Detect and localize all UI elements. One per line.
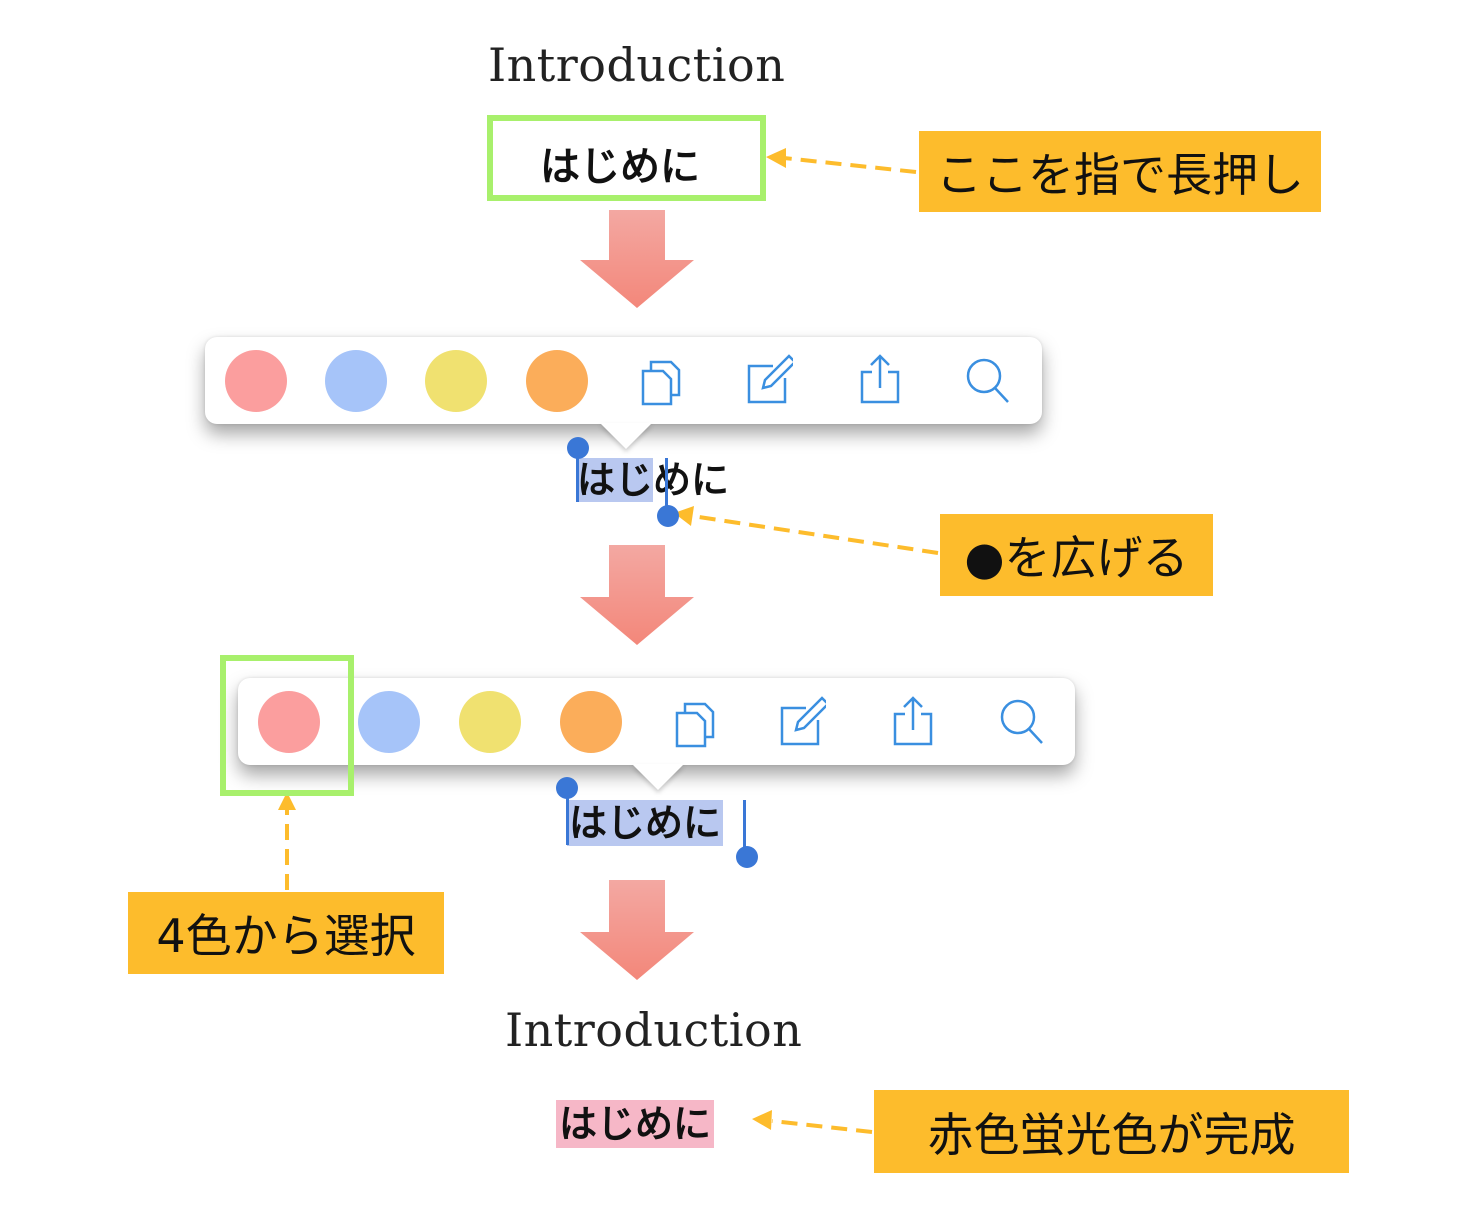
red-color-selection-frame xyxy=(220,655,354,796)
down-arrow-2 xyxy=(580,545,694,645)
selection-start-handle[interactable] xyxy=(567,437,589,459)
long-press-target-box[interactable] xyxy=(487,115,766,201)
color-red-button-2[interactable] xyxy=(258,691,320,753)
color-orange-button-2[interactable] xyxy=(560,691,622,753)
color-yellow-button[interactable] xyxy=(425,350,487,412)
selection-start-handle-2[interactable] xyxy=(556,777,578,799)
callout-long-press: ここを指で長押し xyxy=(919,131,1321,212)
selection-end-bar xyxy=(665,458,668,510)
arrowhead-expand xyxy=(674,506,694,526)
heading-introduction-top: Introduction xyxy=(488,38,786,92)
selection-start-bar xyxy=(576,452,579,502)
highlighted-section-title[interactable]: はじめに xyxy=(556,1100,715,1148)
toolbar-pointer-2 xyxy=(632,764,684,790)
down-arrow-3 xyxy=(580,880,694,980)
toolbar-pointer-1 xyxy=(600,423,652,449)
arrowhead-choose-color xyxy=(278,792,296,810)
color-yellow-button-2[interactable] xyxy=(459,691,521,753)
down-arrow-1 xyxy=(580,210,694,308)
connector-expand xyxy=(691,514,939,555)
arrowhead-long-press xyxy=(766,148,786,168)
search-icon[interactable] xyxy=(962,354,1010,406)
callout-done: 赤色蛍光色が完成 xyxy=(874,1090,1349,1173)
selection-end-bar-2 xyxy=(743,800,746,850)
fully-selected-text[interactable]: はじめに xyxy=(567,800,724,846)
copy-icon[interactable] xyxy=(671,697,719,749)
selection-end-handle-2[interactable] xyxy=(736,846,758,868)
section-title-hajimeni[interactable]: はじめに xyxy=(540,144,700,190)
connector-long-press xyxy=(783,156,917,174)
share-icon[interactable] xyxy=(856,352,904,404)
note-edit-icon[interactable] xyxy=(778,694,826,746)
note-edit-icon[interactable] xyxy=(745,352,793,404)
callout-expand: ●を広げる xyxy=(940,514,1213,596)
connector-done xyxy=(771,1119,873,1134)
heading-introduction-bottom: Introduction xyxy=(505,1003,803,1057)
arrowhead-done xyxy=(752,1110,772,1130)
share-icon[interactable] xyxy=(889,694,937,746)
copy-icon[interactable] xyxy=(637,355,685,407)
selected-range: はじ xyxy=(577,458,654,502)
color-orange-button[interactable] xyxy=(526,350,588,412)
color-blue-button-2[interactable] xyxy=(358,691,420,753)
search-icon[interactable] xyxy=(996,695,1044,747)
color-red-button[interactable] xyxy=(225,350,287,412)
selection-start-bar-2 xyxy=(566,793,569,845)
selection-end-handle[interactable] xyxy=(657,505,679,527)
callout-choose-color: 4色から選択 xyxy=(128,892,444,974)
color-blue-button[interactable] xyxy=(325,350,387,412)
partially-selected-text[interactable]: はじめに xyxy=(577,457,729,503)
